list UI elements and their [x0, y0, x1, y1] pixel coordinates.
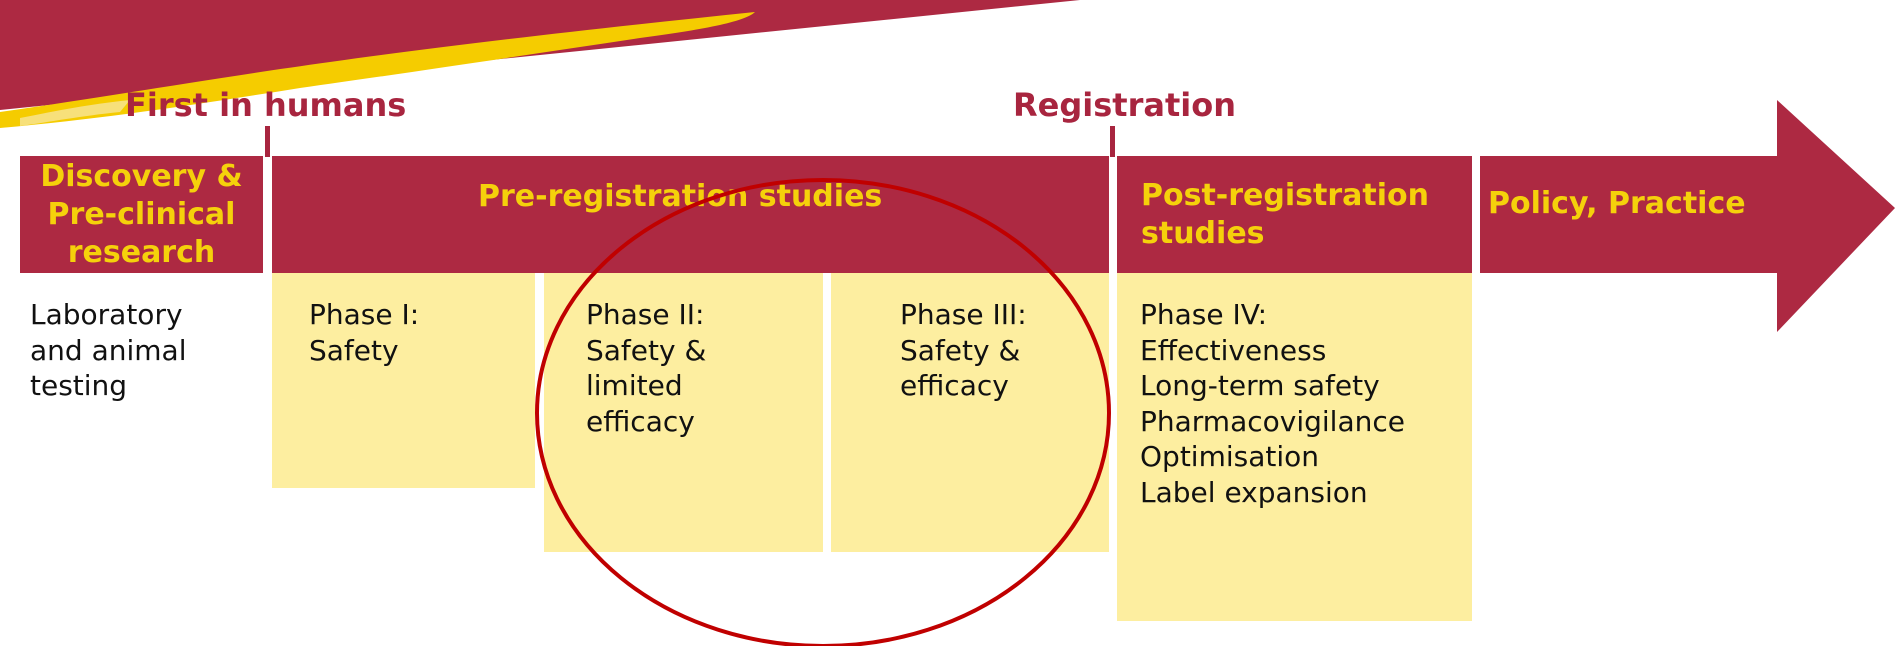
lab-testing-text: Laboratory and animal testing: [30, 298, 187, 402]
phase-2-text: Phase II: Safety & limited efficacy: [586, 298, 707, 438]
stage-discovery-label: Discovery & Pre-clinical research: [40, 158, 243, 270]
milestone-registration: Registration: [1013, 86, 1236, 124]
policy-practice-arrow: [1480, 100, 1895, 332]
phase-4-box: [1117, 273, 1472, 621]
stage-pre-registration-label: Pre-registration studies: [478, 179, 883, 214]
phase-4-text: Phase IV: Effectiveness Long-term safety…: [1140, 298, 1405, 509]
phase-3-box: [831, 273, 1109, 552]
phase-3-text: Phase III: Safety & efficacy: [900, 298, 1027, 402]
stage-discovery-preclinical: Discovery & Pre-clinical research: [20, 156, 263, 273]
stage-policy-practice-label: Policy, Practice: [1488, 186, 1746, 221]
milestone-first-in-humans: First in humans: [125, 86, 407, 124]
phase-2-box: [544, 273, 823, 552]
registration-marker: [1110, 126, 1115, 157]
phase-1-box: [272, 273, 535, 488]
stage-post-registration-label: Post-registration studies: [1141, 177, 1429, 251]
phase-1-text: Phase I: Safety: [309, 298, 420, 367]
first-in-humans-marker: [265, 126, 270, 157]
stage-post-registration: Post-registration studies: [1117, 156, 1472, 273]
